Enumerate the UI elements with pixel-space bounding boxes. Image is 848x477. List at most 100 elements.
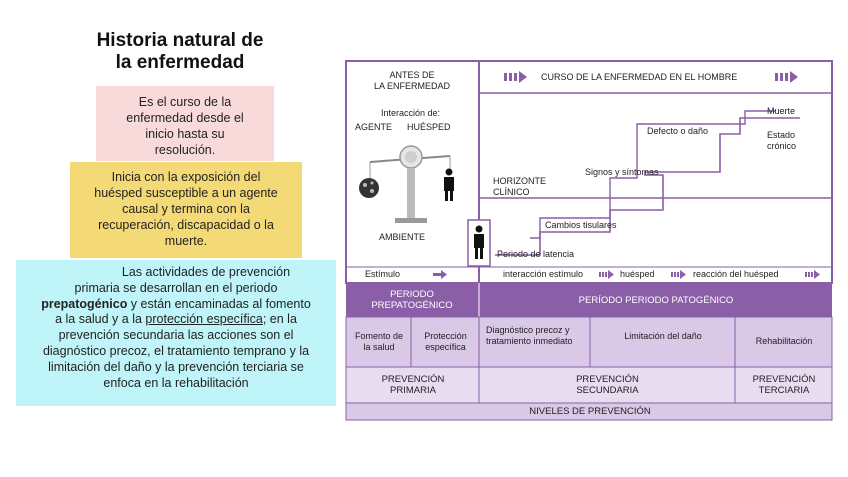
interaction-arrow-icon (599, 270, 614, 279)
interaction-label: Interacción de: (381, 108, 441, 118)
definition-line: resolución. (154, 143, 216, 157)
upper-frame (345, 60, 833, 284)
tertiary-prevention-line: TERCIARIA (758, 385, 810, 396)
note-line: prevención secundaria las acciones son e… (58, 328, 294, 343)
stairs-line (530, 110, 775, 239)
stage-chronic-line: Estado (767, 130, 796, 140)
host-response-label: huésped (620, 269, 655, 279)
period-bar (346, 283, 832, 317)
agent-label: AGENTE (355, 122, 393, 132)
scope-line: Inicia con la exposición del (111, 170, 261, 184)
disease-progression-line (495, 117, 800, 256)
early-diagnosis-line: tratamiento inmediato (486, 336, 573, 346)
host-arrow-icon (671, 270, 686, 279)
footer-row (345, 402, 833, 421)
reaction-arrow-icon (805, 270, 820, 279)
title-line-2: la enfermedad (115, 52, 245, 73)
note-text: ; en la (262, 312, 297, 327)
rehabilitation-label: Rehabilitación (755, 336, 813, 346)
definition-line: inicio hasta su (145, 127, 225, 141)
prevention-note-box: Las actividades de prevención primaria s… (16, 260, 336, 406)
stimulus-label: Estímulo (365, 269, 401, 279)
note-line: primaria se desarrollan en el periodo (74, 280, 278, 295)
prevention-levels-footer: NIVELES DE PREVENCIÓN (529, 406, 651, 417)
agent-icon-dot (363, 183, 367, 187)
specific-protection-line: específica (425, 342, 466, 352)
person-body (474, 234, 484, 248)
agent-icon-dot (370, 189, 374, 193)
prepathogenic-line: PREPATOGÉNICO (371, 300, 453, 311)
scale-column (407, 168, 415, 218)
clinical-horizon-label: HORIZONTE CLÍNICO (493, 176, 546, 198)
stage-tissue: Cambios tisulares (545, 220, 617, 230)
specific-protection-label: Protección específica (412, 331, 479, 353)
definition-line: enfermedad desde el (126, 111, 244, 125)
scope-line: causal y termina con la (122, 202, 250, 216)
scope-box: Inicia con la exposición del huésped sus… (70, 162, 302, 258)
note-line: a la salud y a la protección específica;… (24, 312, 328, 328)
prepathogenic-period-label: PERIODO PREPATOGÉNICO (347, 289, 477, 311)
note-line: enfoca en la rehabilitación (103, 375, 249, 390)
agent-icon-dot (370, 181, 374, 185)
early-diagnosis-label: Diagnóstico precoz y tratamiento inmedia… (480, 325, 596, 347)
before-disease-line: ANTES DE (389, 70, 435, 80)
host-icon-leg (450, 191, 453, 201)
secondary-prevention-label: PREVENCIÓN SECUNDARIA (480, 374, 735, 396)
health-promotion-line: Fomento de (354, 331, 404, 341)
note-underlined-term: protección específica (145, 312, 263, 327)
health-promotion-label: Fomento de la salud (347, 331, 411, 353)
natural-history-diagram: ANTES DE LA ENFERMEDAD CURSO DE LA ENFER… (345, 60, 835, 422)
stage-chronic-line: crónico (767, 141, 797, 151)
diagram-graphics (345, 60, 833, 421)
note-text: a la salud y a la (55, 312, 146, 327)
primary-prevention-line: PREVENCIÓN (381, 374, 445, 385)
page-title: Historia natural de la enfermedad (60, 30, 300, 74)
host-icon-body (444, 177, 454, 191)
host-icon-head (445, 168, 453, 176)
definition-line: Es el curso de la (138, 95, 232, 109)
secondary-prevention-line: SECUNDARIA (576, 385, 639, 396)
agent-icon (359, 178, 379, 198)
damage-limitation-label: Limitación del daño (624, 331, 702, 341)
note-line: diagnóstico precoz, el tratamiento tempr… (42, 343, 310, 358)
tertiary-prevention-line: PREVENCIÓN (752, 374, 816, 385)
host-reaction-label: reacción del huésped (693, 269, 779, 279)
definition-box: Es el curso de la enfermedad desde el in… (96, 86, 274, 161)
title-line-1: Historia natural de (96, 30, 264, 51)
scope-line: huésped susceptible a un agente (94, 186, 278, 200)
note-line: limitación del daño y la prevención terc… (48, 359, 304, 374)
stage-chronic: Estado crónico (767, 130, 796, 152)
stage-defect: Defecto o daño (647, 126, 709, 136)
secondary-prevention-line: PREVENCIÓN (576, 374, 639, 385)
pathogenic-period-label: PERÍODO PERIODO PATOGÉNICO (578, 295, 734, 306)
header-arrow-left-icon (504, 71, 527, 83)
person-head (475, 225, 483, 233)
scale-pivot-inner (405, 151, 417, 163)
interaction-stimulus-label: interacción estímulo (503, 269, 584, 279)
before-disease-label: ANTES DE LA ENFERMEDAD (365, 70, 459, 92)
header-arrow-right-icon (775, 71, 798, 83)
clinical-horizon-line: HORIZONTE (493, 176, 546, 186)
course-header: CURSO DE LA ENFERMEDAD EN EL HOMBRE (541, 72, 738, 82)
note-text: y están encaminadas al fomento (127, 296, 311, 311)
prevention-row (345, 366, 833, 404)
stage-signs: Signos y síntomas (585, 167, 659, 177)
environment-label: AMBIENTE (379, 232, 426, 242)
host-label: HUÉSPED (407, 122, 451, 132)
scope-line: muerte. (164, 234, 208, 248)
health-promotion-line: la salud (363, 342, 395, 352)
note-line: prepatogénico y están encaminadas al fom… (24, 297, 328, 313)
stimulus-arrow-icon (433, 270, 447, 279)
primary-prevention-line: PRIMARIA (390, 385, 436, 396)
person-leg-left (475, 248, 478, 259)
prepathogenic-line: PERIODO (390, 289, 434, 300)
scope-line: recuperación, discapacidad o la (98, 218, 274, 232)
note-bold-term: prepatogénico (41, 296, 128, 311)
host-icon-leg (445, 191, 448, 201)
clinical-horizon-line: CLÍNICO (493, 187, 530, 197)
scale-base (395, 218, 427, 223)
actions-row (345, 316, 833, 368)
stage-death: Muerte (767, 106, 796, 116)
tertiary-prevention-label: PREVENCIÓN TERCIARIA (736, 374, 832, 396)
primary-prevention-label: PREVENCIÓN PRIMARIA (347, 374, 479, 396)
